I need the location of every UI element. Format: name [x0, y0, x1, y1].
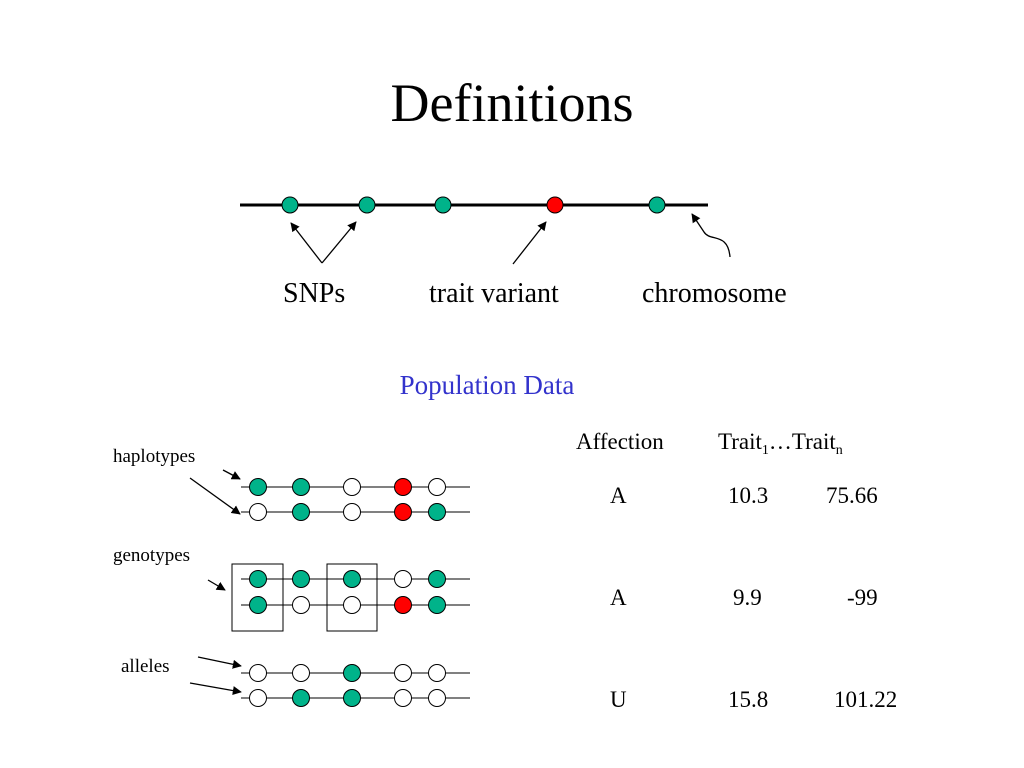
allele-6-3	[343, 689, 361, 707]
allele-4-2	[292, 596, 310, 614]
trait-variant-arrow	[512, 221, 547, 265]
chromosome-arrow	[691, 213, 731, 258]
haplotype-rows	[241, 478, 470, 707]
header-trait-prefix: Trait	[718, 429, 762, 454]
allele-4-3	[343, 596, 361, 614]
allele-3-5	[428, 570, 446, 588]
snps-arrow-left	[290, 222, 323, 264]
row-3-affection: U	[610, 687, 627, 712]
row-1-affection: A	[610, 483, 627, 508]
row-3-traitn: 101.22	[834, 687, 898, 712]
allele-2-2	[292, 503, 310, 521]
allele-2-4	[394, 503, 412, 521]
allele-4-5	[428, 596, 446, 614]
header-trait-subn: n	[835, 443, 843, 458]
population-data-title: Population Data	[399, 370, 575, 400]
chromosome-snp-4	[648, 196, 666, 214]
allele-5-2	[292, 664, 310, 682]
allele-2-3	[343, 503, 361, 521]
allele-6-2	[292, 689, 310, 707]
allele-6-5	[428, 689, 446, 707]
chromosome-trait-variant	[546, 196, 564, 214]
row-1-traitn: 75.66	[826, 483, 878, 508]
alleles-arrow-1	[197, 656, 242, 669]
genotype-box-2	[326, 563, 378, 632]
allele-3-4	[394, 570, 412, 588]
row-3-trait1: 15.8	[728, 687, 769, 712]
allele-1-3	[343, 478, 361, 496]
genotypes-arrow	[207, 579, 226, 591]
allele-4-1	[249, 596, 267, 614]
chromosome-snp-2	[358, 196, 376, 214]
allele-2-1	[249, 503, 267, 521]
allele-5-5	[428, 664, 446, 682]
row-2-affection: A	[610, 585, 627, 610]
snps-arrow-right	[321, 221, 357, 264]
allele-1-2	[292, 478, 310, 496]
allele-5-1	[249, 664, 267, 682]
allele-5-4	[394, 664, 412, 682]
allele-3-3	[343, 570, 361, 588]
allele-1-1	[249, 478, 267, 496]
allele-4-4	[394, 596, 412, 614]
allele-1-5	[428, 478, 446, 496]
page-title: Definitions	[390, 73, 634, 133]
allele-1-4	[394, 478, 412, 496]
alleles-label: alleles	[121, 656, 170, 677]
header-trait: Trait1…Traitn	[718, 429, 843, 458]
row-2-traitn: -99	[847, 585, 878, 610]
allele-2-5	[428, 503, 446, 521]
header-affection: Affection	[576, 429, 664, 454]
chromosome-snp-3	[434, 196, 452, 214]
row-1-trait1: 10.3	[728, 483, 769, 508]
allele-5-3	[343, 664, 361, 682]
haplotypes-arrow-1	[222, 469, 241, 480]
header-trait-mid: …Trait	[768, 429, 836, 454]
allele-6-1	[249, 689, 267, 707]
chromosome-label: chromosome	[642, 278, 787, 309]
haplotypes-arrow-2	[189, 477, 241, 515]
genotypes-label: genotypes	[113, 545, 191, 566]
chromosome-snp-1	[281, 196, 299, 214]
header-trait-sub1: 1	[761, 443, 769, 458]
row-2-trait1: 9.9	[733, 585, 762, 610]
allele-3-2	[292, 570, 310, 588]
allele-3-1	[249, 570, 267, 588]
trait-variant-label: trait variant	[429, 278, 559, 309]
genotype-box-1	[231, 563, 284, 632]
snps-label: SNPs	[283, 278, 346, 309]
haplotypes-label: haplotypes	[113, 446, 196, 467]
allele-6-4	[394, 689, 412, 707]
alleles-arrow-2	[189, 682, 242, 696]
